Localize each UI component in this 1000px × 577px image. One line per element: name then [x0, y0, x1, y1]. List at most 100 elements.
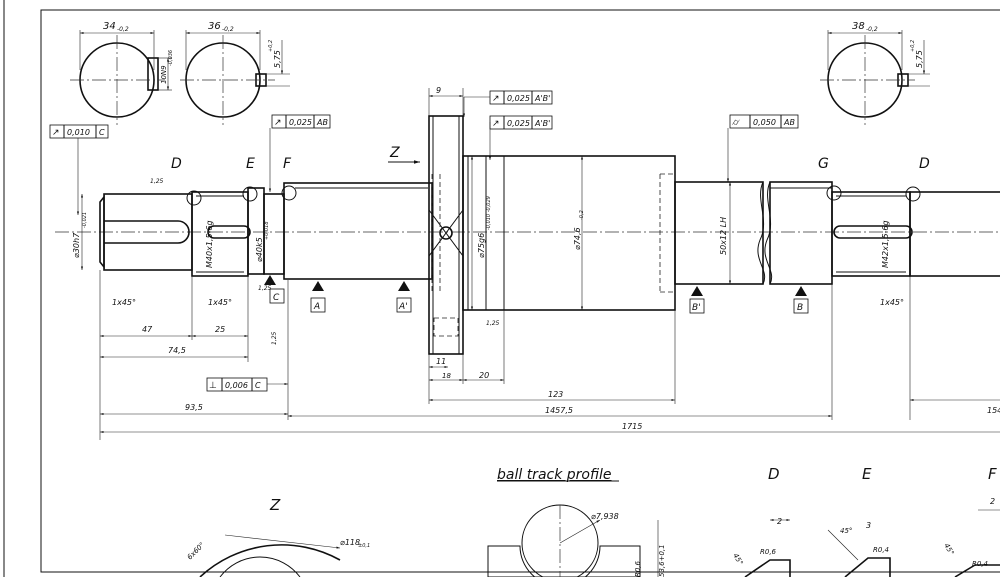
dim-nut-dia: ⌀74,6	[573, 227, 582, 250]
ball-dia: ⌀7,938	[591, 512, 619, 521]
roughness-a: 1,25	[150, 178, 164, 185]
tolerance-datum: AB	[783, 118, 795, 127]
dim-chamfer3: 1x45°	[880, 298, 904, 307]
cylindricity-icon: ⌭	[732, 118, 740, 128]
section-view-1: 34 -0,2 10N9 -0,036	[70, 21, 174, 125]
detail-letter-d: D	[171, 156, 182, 172]
view-z-dia: ⌀118	[340, 538, 360, 547]
tolerance-value: 0,025	[289, 118, 312, 127]
tolerance-frame-cylindricity-ab: ⌭ 0,050 AB	[726, 114, 799, 182]
detail-f-radius: R0,4	[972, 560, 988, 568]
roughness-b: 1,25	[258, 285, 272, 292]
tolerance-value: 0,025	[507, 119, 530, 128]
sec3-key-tol: +0,2	[910, 40, 916, 52]
tolerance-frame-runout-ab1-top: ↗ 0,025 A'B'	[462, 90, 553, 117]
detail-letter-d2: D	[919, 156, 930, 172]
sec3-width-label: 38	[852, 21, 865, 32]
detail-d-angle: 45°	[731, 552, 744, 567]
dim-len-11: 11	[436, 357, 446, 366]
dim-len-18: 18	[442, 372, 451, 380]
tolerance-datum: A'B'	[534, 119, 550, 128]
detail-view-d: D 45° 2 R0,6	[731, 465, 791, 577]
section-view-3: 38 -0,2 5,75 +0,2	[820, 21, 930, 125]
sec2-width-label: 36	[208, 21, 221, 32]
dim-chamfer1: 1x45°	[112, 298, 136, 307]
sec3-width-tol: -0,2	[866, 26, 878, 33]
detail-d-letter: D	[768, 465, 780, 483]
dim-thread1: M40x1,5-6g	[205, 220, 214, 268]
datum-a: A	[313, 302, 320, 312]
dim-shaft-end-dia: ⌀30h7	[72, 232, 81, 258]
tolerance-datum: C	[99, 128, 105, 137]
sec1-width-label: 34	[103, 21, 116, 32]
datum-c: C	[273, 293, 280, 303]
dim-flange-tol: -0,010 -0,029	[486, 196, 492, 230]
detail-e-radius: R0,4	[873, 546, 889, 554]
detail-f-angle: 45°	[942, 542, 955, 557]
drawing-frame	[3, 0, 1000, 577]
detail-letter-f: F	[283, 156, 292, 172]
detail-letter-g: G	[818, 156, 829, 172]
sec1-key-tol: -0,036	[168, 50, 174, 66]
runout-icon: ↗	[492, 119, 500, 129]
detail-e-angle: 45°	[840, 527, 852, 535]
dim-bearing-dia: ⌀40k5	[255, 237, 264, 262]
tolerance-value: 0,025	[507, 94, 530, 103]
sec2-key-tol: +0,2	[268, 40, 274, 52]
tolerance-value: 0,010	[67, 128, 90, 137]
sec2-key-label: 5,75	[273, 50, 282, 68]
ball-dim1: 53,6+0,1	[658, 544, 666, 577]
view-z-dia-tol: ±0,1	[358, 543, 370, 549]
view-z-letter: Z	[269, 496, 281, 514]
ball-track-title: ball track profile	[497, 467, 612, 483]
runout-icon: ↗	[274, 118, 282, 128]
datum-markers: C A A' B' B	[264, 275, 809, 314]
dim-bearing-tol: +0,018	[264, 221, 270, 240]
dim-len-25: 25	[215, 325, 225, 334]
dim-chamfer2: 1x45°	[208, 298, 232, 307]
detail-d-radius: R0,6	[760, 548, 777, 556]
detail-f-dim: 2	[990, 497, 995, 506]
ball-track-profile: ball track profile ⌀7,938 53,6+0,1 R0,6	[487, 467, 666, 577]
tolerance-frame-runout-ab1-mid: ↗ 0,025 A'B'	[488, 115, 553, 160]
ball-dim2: R0,6	[634, 560, 642, 577]
view-z-holes: 6x60°	[186, 541, 207, 562]
datum-a1: A'	[398, 302, 408, 312]
tolerance-frame-runout-ab-left: ↗ 0,025 AB	[268, 114, 331, 192]
tolerance-frame-perp-c: ⊥ 0,006 C	[206, 377, 288, 392]
dim-thread2: M42x1,5-6g	[881, 220, 890, 268]
sec3-key-label: 5,75	[915, 50, 924, 68]
dim-shaft-end-tol: -0,021	[82, 212, 88, 228]
detail-f-letter: F	[988, 465, 997, 483]
view-z: Z 6x60° ⌀118 ±0,1	[186, 496, 370, 577]
dim-nut-tol: -0,2	[579, 210, 585, 220]
dim-len-93-5: 93,5	[185, 403, 203, 412]
tolerance-datum: AB	[316, 118, 328, 127]
detail-view-e: E 45° 3 R0,4	[827, 465, 891, 577]
dim-flange-dia: ⌀75g6	[477, 233, 486, 258]
shaft-dimensions: ⌀30h7 -0,021 M40x1,5-6g ⌀40k5 +0,018 ⌀75…	[72, 86, 1000, 440]
dim-len-1457-5: 1457,5	[545, 406, 573, 415]
section-view-2: 36 -0,2 5,75 +0,2	[180, 21, 290, 125]
dim-len-right: 154	[987, 406, 1000, 415]
dim-len-74-5: 74,5	[168, 346, 186, 355]
tolerance-datum: A'B'	[534, 94, 550, 103]
dim-len-47: 47	[142, 325, 153, 334]
runout-icon: ↗	[52, 128, 60, 138]
detail-e-dim: 3	[866, 521, 871, 530]
sec1-key-label: 10N9	[160, 65, 168, 84]
shaft-main-view	[55, 115, 1000, 355]
detail-letter-e: E	[246, 156, 255, 172]
detail-view-f: F 45° 2 R0,4	[942, 465, 1000, 577]
sec2-width-tol: -0,2	[222, 26, 234, 33]
tolerance-frame-runout-c: ↗ 0,010 C	[49, 124, 109, 215]
roughness-d: 1,25	[271, 331, 278, 345]
tolerance-datum: C	[255, 381, 261, 390]
dim-len-123: 123	[548, 390, 563, 399]
perpendicularity-icon: ⊥	[209, 381, 217, 391]
detail-e-letter: E	[862, 465, 872, 483]
tolerance-value: 0,006	[225, 381, 248, 390]
dim-screw-spec: 50x12 LH	[719, 217, 728, 255]
tolerance-value: 0,050	[753, 118, 776, 127]
